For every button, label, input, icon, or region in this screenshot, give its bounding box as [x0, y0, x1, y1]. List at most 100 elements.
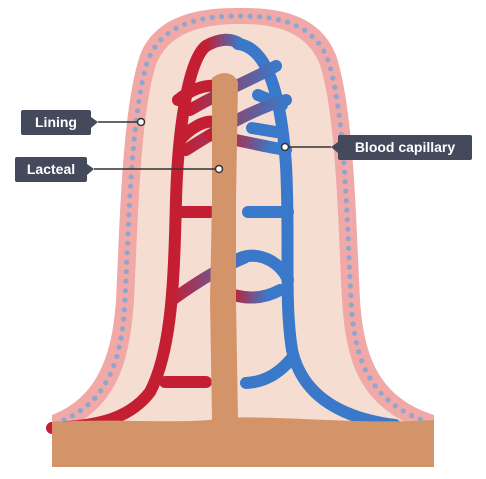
- lacteal-label: Lacteal: [15, 157, 224, 182]
- lining-dot: [134, 108, 141, 114]
- lining-dot: [348, 302, 354, 308]
- lining-dot: [125, 240, 131, 246]
- lining-dot: [107, 371, 113, 377]
- lining-dot: [116, 344, 122, 350]
- base-tissue: [52, 417, 434, 467]
- lining-dot: [346, 264, 353, 270]
- lining-dot: [343, 198, 349, 204]
- lining-label-text: Lining: [35, 114, 77, 130]
- lining-dot: [356, 349, 362, 355]
- lining-dot: [219, 14, 225, 20]
- lining-dot: [123, 278, 129, 284]
- lining-dot: [119, 326, 126, 332]
- lining-dot: [266, 15, 272, 21]
- lining-dot: [118, 335, 124, 341]
- lining-dot: [347, 273, 353, 280]
- lining-dot: [385, 397, 391, 403]
- blood-capillary-label-text: Blood capillary: [355, 139, 456, 155]
- lining-dot: [137, 89, 143, 95]
- lining-dot: [344, 217, 350, 223]
- lining-dot: [400, 408, 406, 414]
- lining-dot: [359, 358, 365, 364]
- lining-dot: [130, 145, 136, 151]
- lining-dot: [126, 202, 132, 208]
- lining-dot: [128, 174, 134, 180]
- lining-dot: [348, 292, 354, 299]
- lining-dot: [345, 236, 351, 242]
- lacteal-label-text: Lacteal: [27, 161, 75, 177]
- lining-dot: [257, 14, 263, 20]
- lining-dot: [126, 212, 132, 218]
- lacteal-vessel: [210, 73, 238, 420]
- lining-dot: [302, 27, 308, 33]
- lining-dot: [209, 14, 215, 21]
- lining-dot: [127, 193, 133, 199]
- lining-dot: [182, 21, 188, 27]
- villus-interior: [75, 24, 411, 425]
- lining-dot: [372, 383, 378, 389]
- blood-capillary-label: Blood capillary: [280, 135, 472, 160]
- lining-dot: [315, 40, 322, 46]
- lining-dot: [337, 122, 343, 128]
- lining-dot: [343, 188, 349, 194]
- lining-dot: [131, 136, 137, 142]
- lining-dot: [309, 33, 315, 39]
- lining-dot: [98, 388, 104, 394]
- lining-dot: [103, 380, 109, 386]
- lining-dot: [342, 179, 348, 185]
- lining-dot: [345, 226, 351, 232]
- lining-dot: [330, 75, 336, 81]
- lining-dot: [321, 48, 327, 54]
- lining-dot: [293, 23, 299, 29]
- lining-dot: [238, 13, 244, 19]
- lining-dot: [344, 207, 350, 213]
- lining-dot: [191, 18, 197, 24]
- lining-dot: [325, 57, 331, 63]
- lining-dot: [346, 255, 352, 261]
- lining-dot: [144, 61, 150, 67]
- lining-dot: [136, 98, 142, 104]
- lining-dot: [228, 13, 234, 19]
- lining-dot: [124, 250, 130, 256]
- lining-dot: [333, 94, 339, 100]
- lining-dot: [114, 353, 120, 360]
- lining-dot: [125, 221, 131, 227]
- lining-dot: [129, 155, 136, 161]
- lining-dot: [125, 231, 131, 237]
- lining-dot: [85, 402, 91, 408]
- lining-dot: [328, 66, 334, 72]
- lining-dot: [165, 30, 171, 37]
- lining-dot: [350, 321, 356, 327]
- lining-dot: [351, 330, 358, 336]
- lining-dot: [69, 413, 76, 419]
- lining-dot: [127, 183, 134, 189]
- lining-dot: [200, 16, 206, 22]
- lining-dot: [139, 80, 145, 86]
- lining-dot: [247, 13, 253, 19]
- lining-dot: [121, 316, 127, 322]
- lining-dot: [367, 375, 373, 381]
- lining-dot: [132, 126, 138, 133]
- lining-dot: [122, 297, 128, 303]
- lining-dot: [124, 259, 130, 265]
- lining-dot: [362, 367, 368, 373]
- lining-dot: [147, 52, 153, 58]
- lining-dot: [336, 112, 342, 118]
- lining-dot: [284, 19, 291, 25]
- lining-dot: [353, 340, 359, 346]
- lining-dot: [346, 245, 352, 251]
- lining-dot: [342, 169, 348, 175]
- lining-dot: [123, 269, 129, 275]
- lining-label: Lining: [21, 110, 146, 135]
- lining-dot: [409, 412, 415, 419]
- lining-dot: [122, 288, 129, 294]
- lining-dot: [392, 403, 398, 409]
- lining-dot: [77, 408, 84, 414]
- lining-dot: [275, 17, 281, 23]
- lining-dot: [349, 311, 355, 318]
- lining-dot: [158, 37, 164, 43]
- lining-dot: [141, 70, 147, 76]
- lining-dot: [335, 103, 341, 109]
- lining-dot: [332, 84, 338, 90]
